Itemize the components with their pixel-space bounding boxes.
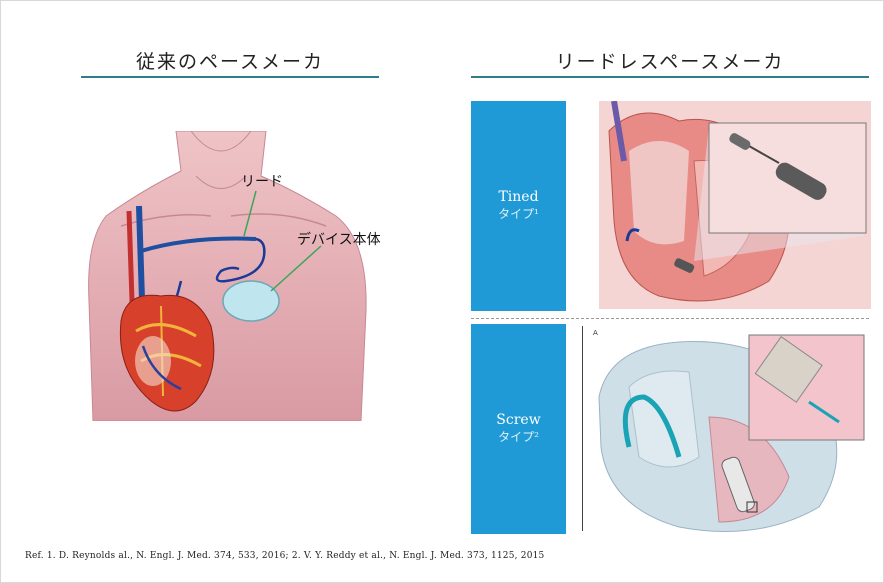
section-divider xyxy=(471,318,869,319)
tined-pacemaker-illustration xyxy=(599,101,871,309)
screw-subtitle: タイプ² xyxy=(471,428,566,445)
device-body-label: デバイス本体 xyxy=(297,229,381,249)
right-heading-rule xyxy=(471,76,869,78)
screw-type-panel: Screw タイプ² xyxy=(471,324,566,534)
vertical-divider xyxy=(582,326,583,531)
tined-type-panel: Tined タイプ¹ xyxy=(471,101,566,311)
tined-subtitle: タイプ¹ xyxy=(471,205,566,222)
screw-title: Screw xyxy=(471,412,566,428)
conventional-pacemaker-illustration xyxy=(81,131,371,421)
svg-text:A: A xyxy=(593,329,598,337)
left-heading-rule xyxy=(81,76,379,78)
left-heading: 従来のペースメーカ xyxy=(81,47,379,74)
lead-label: リード xyxy=(241,171,283,191)
tined-title: Tined xyxy=(471,189,566,205)
right-heading: リードレスペースメーカ xyxy=(471,47,869,74)
reference-citation: Ref. 1. D. Reynolds al., N. Engl. J. Med… xyxy=(25,551,544,561)
screw-pacemaker-illustration: A xyxy=(589,327,869,535)
